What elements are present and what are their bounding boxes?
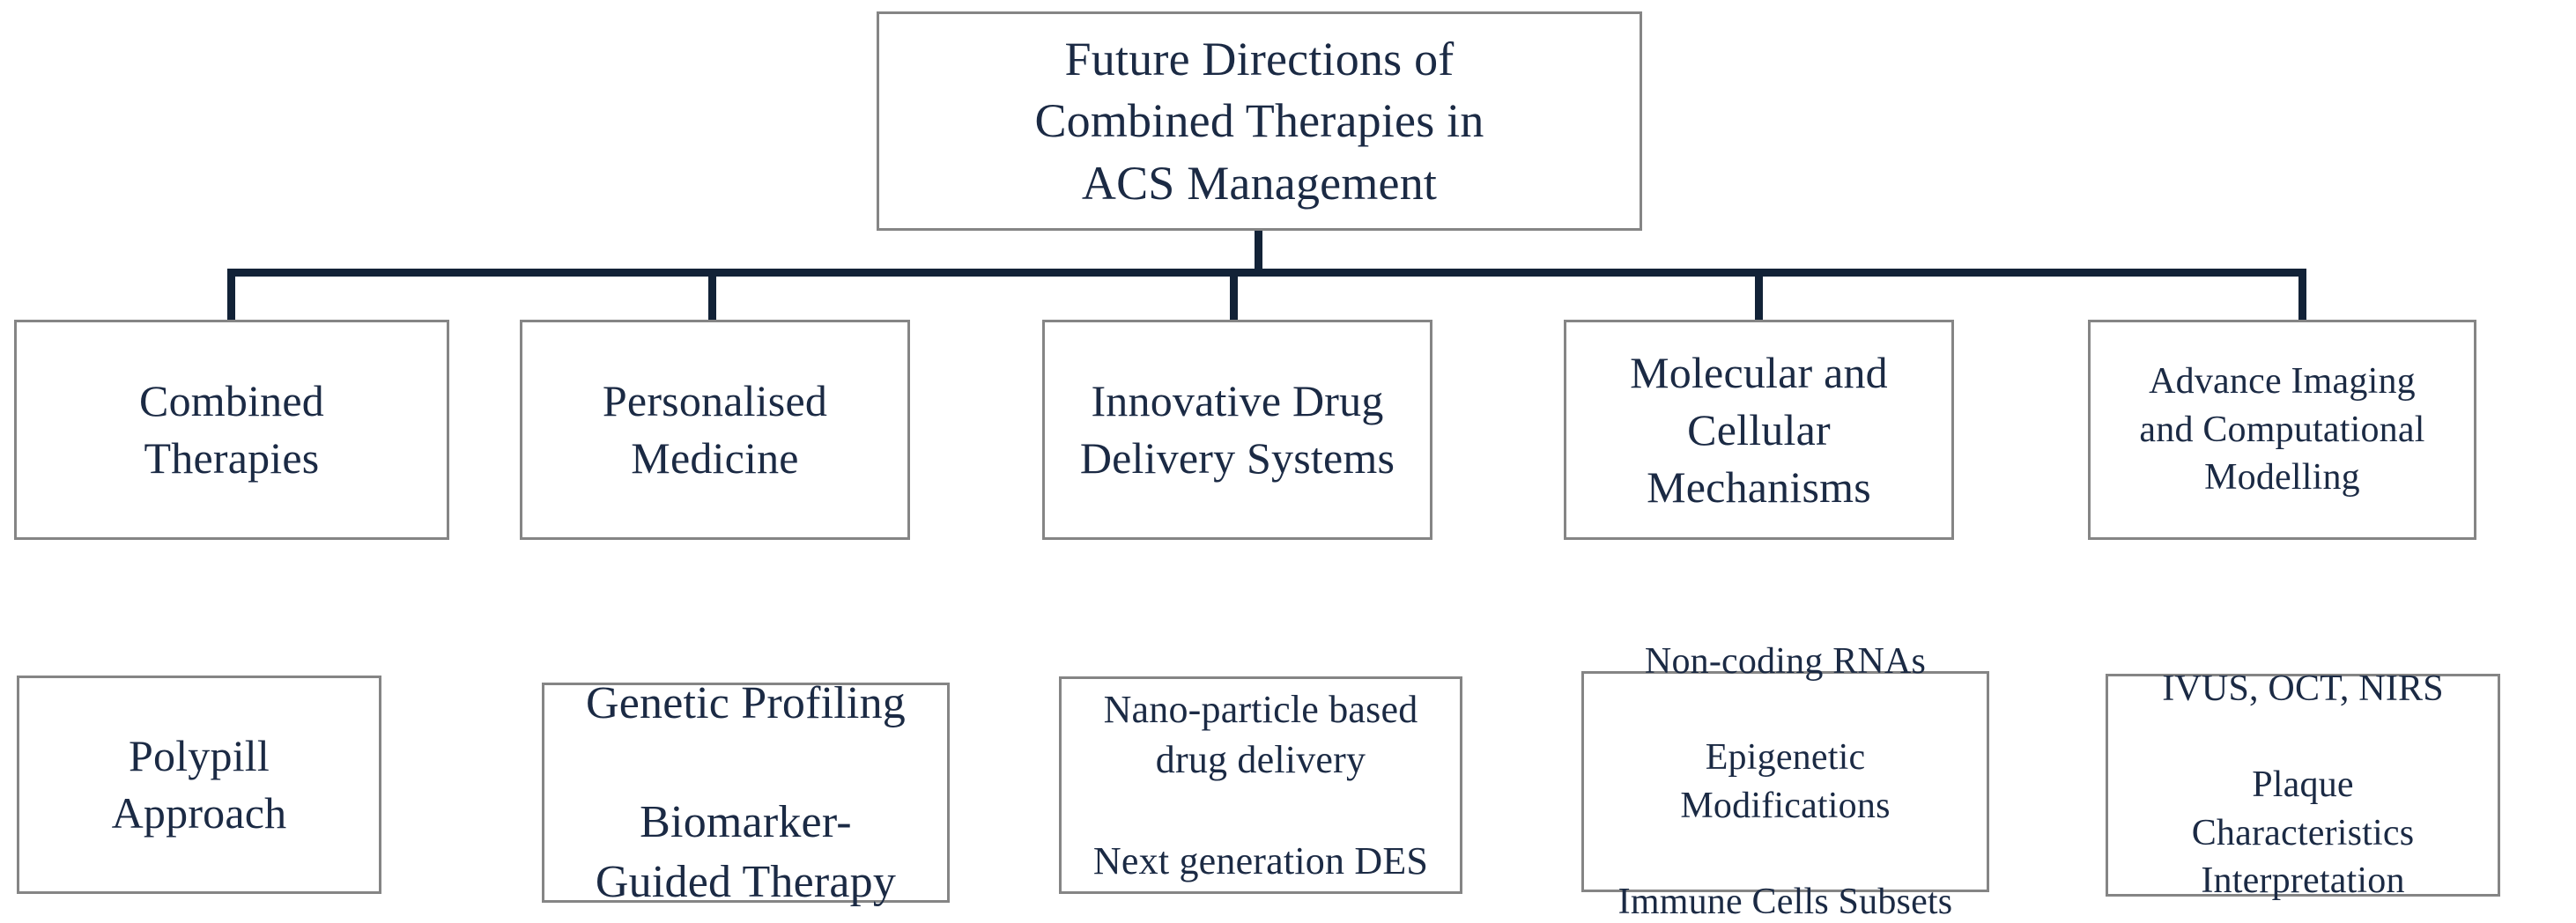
leaf-node-label: IVUS, OCT, NIRS Plaque Characteristics I… [2162,668,2444,902]
branch-node-advance-imaging-and-computational-modelling: Advance Imaging and Computational Modell… [2088,320,2476,540]
branch-node-innovative-drug-delivery-systems: Innovative Drug Delivery Systems [1042,320,1432,540]
connector-drop-branch-1 [708,269,716,322]
leaf-node-label: Genetic Profiling Biomarker- Guided Ther… [586,677,906,907]
connector-drop-branch-0 [227,269,235,322]
leaf-node-genetic-profiling-biomarker-guided-therapy: Genetic Profiling Biomarker- Guided Ther… [542,678,950,907]
branch-node-label: Advance Imaging and Computational Modell… [2139,361,2425,498]
branch-node-label: Innovative Drug Delivery Systems [1079,376,1395,483]
branch-node-molecular-and-cellular-mechanisms: Molecular and Cellular Mechanisms [1564,320,1954,540]
root-node-acs-future-directions: Future Directions of Combined Therapies … [877,11,1642,231]
connector-horizontal-bus [227,269,2306,277]
leaf-node-ivus-oct-nirs-plaque-characteristics: IVUS, OCT, NIRS Plaque Characteristics I… [2106,668,2500,901]
branch-node-label: Personalised Medicine [602,376,828,483]
connector-root-stem [1255,231,1262,275]
leaf-node-label: Polypill Approach [111,731,287,838]
leaf-node-noncoding-rnas-epigenetics-immune-cells: Non-coding RNAs Epigenetic Modifications… [1581,641,1989,922]
root-node-label: Future Directions of Combined Therapies … [1034,33,1484,210]
leaf-node-polypill-approach: Polypill Approach [17,676,381,894]
branch-node-personalised-medicine: Personalised Medicine [520,320,910,540]
connector-drop-branch-4 [2298,269,2306,322]
leaf-node-label: Nano-particle based drug delivery Next g… [1092,688,1429,882]
branch-node-label: Molecular and Cellular Mechanisms [1630,347,1888,512]
branch-node-label: Combined Therapies [139,376,324,483]
connector-drop-branch-3 [1755,269,1763,322]
leaf-node-nanoparticle-drug-delivery-next-generation-des: Nano-particle based drug delivery Next g… [1059,676,1462,894]
leaf-node-label: Non-coding RNAs Epigenetic Modifications… [1617,640,1953,922]
connector-drop-branch-2 [1230,269,1238,322]
branch-node-combined-therapies: Combined Therapies [14,320,449,540]
